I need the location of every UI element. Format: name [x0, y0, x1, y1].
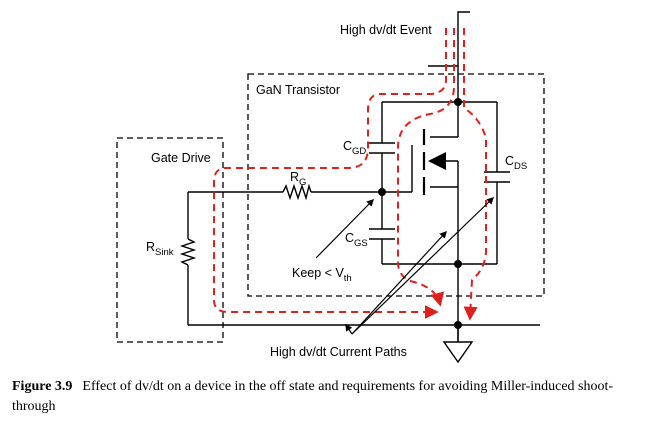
caption-text: Effect of dv/dt on a device in the off s…: [12, 379, 614, 414]
keep-vth-label: Keep < Vth: [292, 266, 352, 284]
resistor-rsink: [179, 238, 197, 266]
gate-drive-label: Gate Drive: [151, 151, 211, 165]
event-label: High dv/dt Event: [340, 23, 432, 37]
capacitor-cds: [484, 171, 510, 183]
dvdt-step-waveform: [428, 11, 470, 67]
gan-transistor-label: GaN Transistor: [256, 83, 340, 97]
figure-number: Figure 3.9: [12, 379, 73, 394]
rg-label: RG: [290, 170, 306, 188]
current-paths-label: High dv/dt Current Paths: [270, 345, 407, 359]
rsink-label: RSink: [146, 240, 174, 258]
gan-transistor-box: [247, 73, 545, 297]
cds-label: CDS: [505, 154, 527, 172]
annotation-arrows: [315, 197, 495, 335]
transistor-arrow-icon: [428, 152, 446, 170]
ground-icon: [442, 341, 474, 364]
capacitor-cgd: [369, 142, 395, 154]
resistor-rg: [282, 183, 312, 201]
gate-drive-box: [116, 137, 224, 343]
cgd-label: CGD: [343, 139, 366, 157]
junction-dots: [378, 98, 462, 329]
dvdt-current-paths: [213, 28, 487, 321]
cgs-label: CGS: [345, 231, 368, 249]
capacitor-cgs: [369, 228, 395, 240]
